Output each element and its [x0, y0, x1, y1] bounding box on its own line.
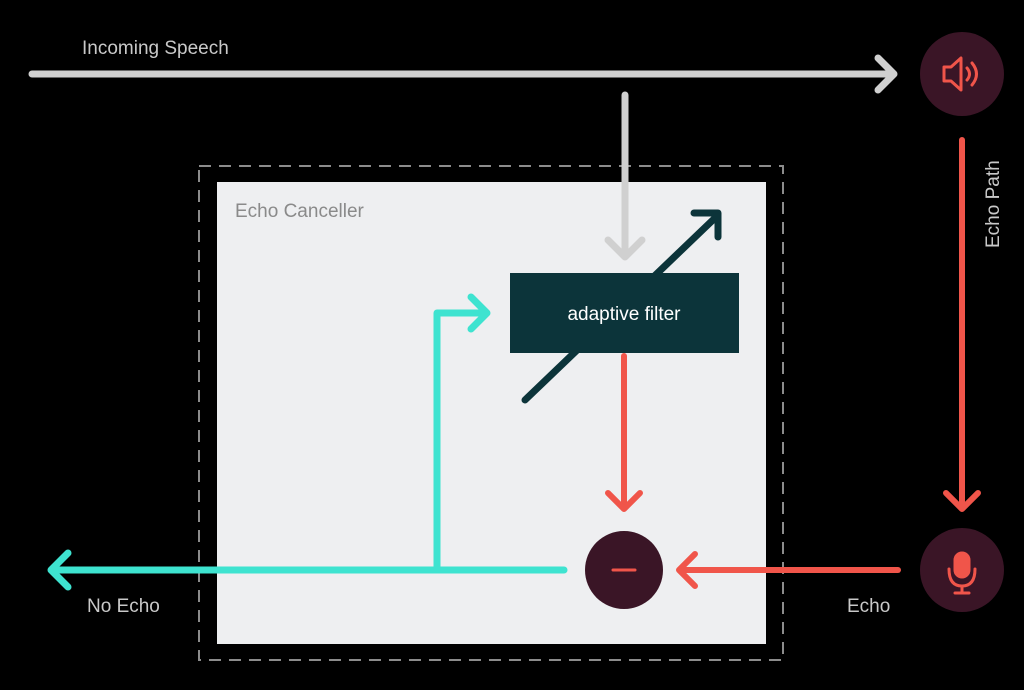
adaptive-filter-label: adaptive filter [567, 304, 681, 325]
no-echo-output-arrow [47, 549, 568, 591]
adaptive-filter-block [510, 273, 739, 353]
echo-label: Echo [847, 596, 891, 617]
microphone-icon [947, 551, 977, 595]
incoming-speech-label: Incoming Speech [82, 38, 229, 59]
echo-signal-arrow [676, 551, 901, 589]
error-feedback-arrow [433, 293, 491, 574]
echo-canceller-title: Echo Canceller [235, 201, 364, 222]
no-echo-label: No Echo [87, 596, 160, 617]
speaker-icon [942, 56, 978, 92]
echo-path-label: Echo Path [983, 160, 1004, 248]
reference-signal-arrow [604, 91, 646, 261]
canceller-dashed-border [198, 165, 784, 661]
incoming-speech-arrow [28, 54, 898, 94]
echo-path-arrow [943, 137, 981, 512]
filter-output-arrow [605, 353, 643, 512]
